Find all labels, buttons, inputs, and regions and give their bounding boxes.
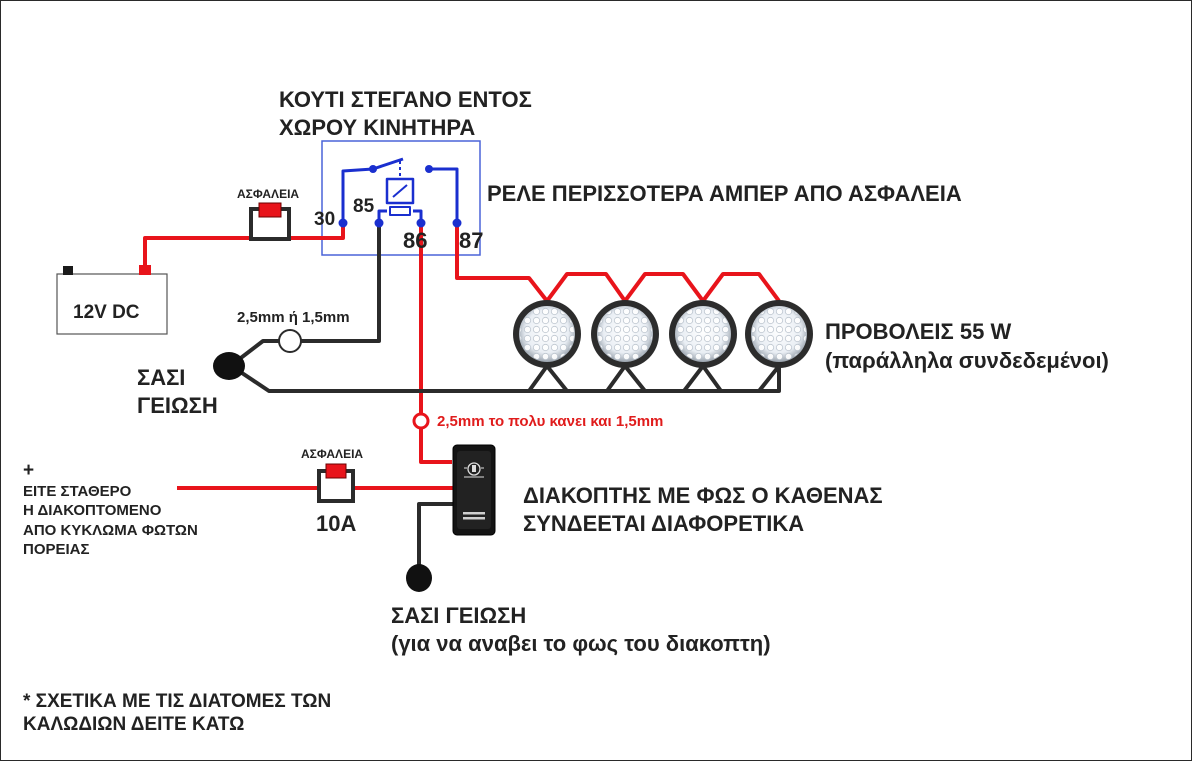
- fuse-bottom-label: ΑΣΦΑΛΕΙΑ: [301, 447, 364, 461]
- relay-pin-dots: [338, 165, 462, 228]
- chassis-ground-terminal: [213, 352, 245, 380]
- input-label-line2: Η ΔΙΑΚΟΠΤΟΜΕΝΟ: [23, 502, 162, 519]
- relay87-to-lights-wire: [455, 223, 781, 303]
- led-light-2: [591, 300, 659, 368]
- engine-bay-box: [321, 140, 481, 256]
- footnote-line1: * ΣΧΕΤΙΚΑ ΜΕ ΤΙΣ ΔΙΑΤΟΜΕΣ ΤΩΝ: [23, 691, 332, 712]
- led-floodlights: [513, 300, 813, 368]
- ground-wires: [227, 223, 781, 576]
- fuse-top-label: ΑΣΦΑΛΕΙΑ: [237, 187, 300, 201]
- switch-to-chassis-wire: [417, 502, 453, 576]
- relay85-to-chassis-wire: [227, 223, 381, 369]
- relay86-to-switch-wire: [419, 223, 452, 464]
- rocker-switch: [452, 444, 496, 536]
- footnote-line2: ΚΑΛΩΔΙΩΝ ΔΕΙΤΕ ΚΑΤΩ: [23, 714, 245, 735]
- battery-to-fuse-wire: [143, 236, 251, 273]
- box-title-line2: ΧΩΡΟΥ ΚΙΝΗΤΗΡΑ: [279, 115, 476, 140]
- lights-to-chassis-wire: [231, 364, 781, 393]
- switch-ground-line2: (για να αναβει το φως του διακοπτη): [391, 631, 771, 656]
- led-light-4: [745, 300, 813, 368]
- pin-86-label: 86: [403, 228, 428, 253]
- lights-label-line2: (παράλληλα συνδεδεμένοι): [825, 348, 1109, 373]
- battery: [56, 265, 168, 335]
- chassis-ground-line2: ΓΕΙΩΣΗ: [137, 393, 218, 418]
- pin-87-label: 87: [459, 228, 484, 253]
- input-label-line1: ΕΙΤΕ ΣΤΑΘΕΡΟ: [23, 483, 132, 500]
- pin-85-label: 85: [353, 196, 375, 217]
- led-light-1: [513, 300, 581, 368]
- chassis-ground-line1: ΣΑΣΙ: [137, 365, 186, 390]
- switch-ground-terminal: [406, 564, 432, 592]
- input-label-line4: ΠΟΡΕΙΑΣ: [23, 541, 90, 558]
- led-light-3: [669, 300, 737, 368]
- ground-wire-size-marker: [278, 329, 302, 353]
- battery-label: 12V DC: [73, 302, 140, 323]
- fuse-top: [249, 202, 291, 241]
- relay-label: ΡΕΛΕ ΠΕΡΙΣΣΟΤΕΡΑ ΑΜΠΕΡ ΑΠΟ ΑΣΦΑΛΕΙΑ: [487, 181, 962, 206]
- pin-30-label: 30: [314, 209, 336, 230]
- ground-wire-gauge-label: 2,5mm ή 1,5mm: [237, 309, 350, 326]
- input-label-line3: ΑΠΟ ΚΥΚΛΩΜΑ ΦΩΤΩΝ: [23, 522, 198, 539]
- box-title-line1: ΚΟΥΤΙ ΣΤΕΓΑΝΟ ΕΝΤΟΣ: [279, 87, 532, 112]
- input-plus-label: +: [23, 460, 35, 481]
- fuse-to-relay30-wire: [289, 223, 345, 240]
- switch-ground-line1: ΣΑΣΙ ΓΕΙΩΣΗ: [391, 603, 527, 628]
- red-wire-gauge-label: 2,5mm το πολυ κανει και 1,5mm: [437, 413, 664, 430]
- fuse-rating-label: 10A: [316, 511, 357, 536]
- red-wire-size-marker: [412, 412, 430, 430]
- switch-label-line1: ΔΙΑΚΟΠΤΗΣ ΜΕ ΦΩΣ Ο ΚΑΘΕΝΑΣ: [523, 483, 883, 508]
- switch-label-line2: ΣΥΝΔΕΕΤΑΙ ΔΙΑΦΟΡΕΤΙΚΑ: [523, 511, 805, 536]
- fuse-bottom: [317, 463, 355, 503]
- lights-label-line1: ΠΡΟΒΟΛΕΙΣ 55 W: [825, 319, 1012, 344]
